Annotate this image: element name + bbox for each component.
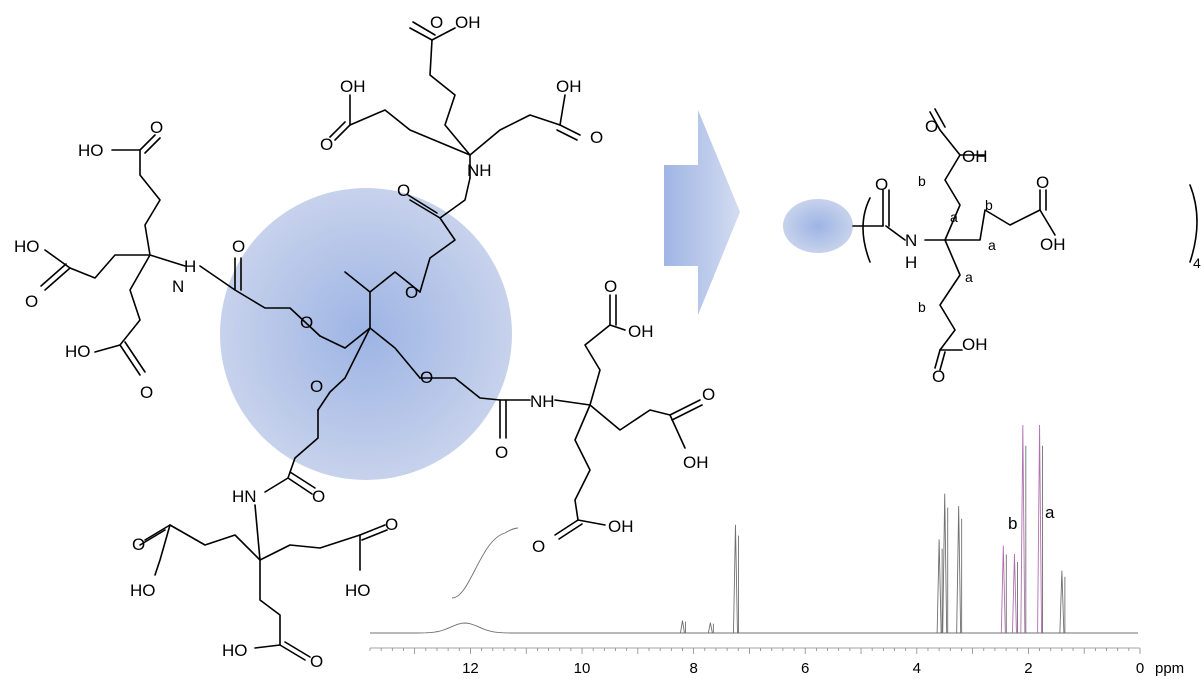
atom-nh: N — [172, 277, 184, 296]
atom-o: O — [385, 515, 398, 534]
repeat-unit-labels: O OH O N H O OH O OH 4 b a b a a b — [875, 117, 1201, 386]
atom-oh: OH — [962, 335, 988, 354]
ppm-tick-label: 0 — [1136, 660, 1144, 677]
atom-o: O — [932, 367, 945, 386]
ppm-tick-label: 8 — [689, 660, 697, 677]
atom-o: O — [232, 237, 245, 256]
repeat-unit-structure — [783, 108, 1198, 371]
atom-n: N — [905, 231, 917, 250]
atom-ho: HO — [345, 581, 371, 600]
atom-nh: H — [184, 257, 196, 276]
atom-o: O — [1036, 173, 1049, 192]
integral-curve — [451, 527, 519, 599]
atom-ho: HO — [65, 342, 91, 361]
ppm-axis-ticks — [369, 648, 1141, 654]
spectrum-peak — [1012, 553, 1017, 634]
atom-o: O — [397, 181, 410, 200]
atom-oh: OH — [556, 77, 582, 96]
atom-oh: OH — [683, 453, 709, 472]
proton-label-b: b — [985, 197, 993, 213]
ppm-tick-label: 2 — [1024, 660, 1032, 677]
ppm-tick-label: 6 — [801, 660, 809, 677]
spectrum-peak — [956, 506, 962, 634]
spectrum-peak — [707, 622, 713, 634]
spectrum-peak — [680, 620, 685, 634]
atom-ho: HO — [222, 641, 248, 660]
atom-o: O — [430, 13, 443, 32]
atom-oh: OH — [962, 147, 988, 166]
ppm-tick-label: 4 — [913, 660, 921, 677]
atom-oh: OH — [455, 13, 481, 32]
atom-o: O — [590, 128, 603, 147]
spectrum-peak — [1020, 424, 1026, 634]
atom-o: O — [140, 383, 153, 402]
core-sphere-small — [783, 199, 853, 253]
ppm-unit-label: ppm — [1155, 660, 1184, 677]
atom-o: O — [420, 368, 433, 387]
atom-ho: HO — [130, 581, 156, 600]
ppm-tick-label: 10 — [574, 660, 591, 677]
atom-ho: HO — [78, 141, 104, 160]
atom-oh: OH — [628, 322, 654, 341]
proton-label-a: a — [950, 209, 958, 225]
atom-ho: HO — [14, 237, 40, 256]
atom-oh: OH — [340, 77, 366, 96]
atom-o: O — [495, 443, 508, 462]
peak-label-a: a — [1045, 503, 1055, 522]
spectrum-peak — [1059, 570, 1065, 634]
atom-o: O — [604, 277, 617, 296]
atom-h: H — [905, 253, 917, 272]
spectrum-peak — [1037, 424, 1043, 634]
atom-o: O — [312, 487, 325, 506]
spectrum-peak — [936, 539, 942, 634]
atom-o: O — [310, 652, 323, 671]
proton-label-a: a — [965, 269, 973, 285]
ppm-axis-labels: 12 10 8 6 4 2 0 — [462, 660, 1144, 677]
atom-o: O — [300, 313, 313, 332]
proton-label-b: b — [918, 173, 926, 189]
atom-o: O — [310, 377, 323, 396]
dendrimer-atom-labels: O OH OH O OH O NH O O HO HO O O H N HO O… — [14, 13, 715, 671]
atom-o: O — [25, 292, 38, 311]
atom-o: O — [875, 175, 888, 194]
spectrum-peak — [942, 493, 948, 634]
core-circle — [220, 188, 512, 480]
spectrum-trace — [370, 622, 1138, 634]
atom-oh: OH — [1040, 235, 1066, 254]
spectrum-peak — [1000, 545, 1006, 634]
atom-o: O — [150, 118, 163, 137]
proton-label-b: b — [918, 299, 926, 315]
spectrum-peaks — [680, 424, 1066, 634]
atom-o: O — [532, 537, 545, 556]
atom-hn: HN — [232, 487, 257, 506]
repeat-subscript: 4 — [1193, 255, 1201, 271]
atom-oh: OH — [608, 517, 634, 536]
atom-o: O — [925, 117, 938, 136]
peak-label-b: b — [1008, 514, 1017, 533]
dendrimer-structure — [40, 21, 703, 661]
spectrum-peak — [733, 524, 738, 634]
atom-nh: NH — [467, 161, 492, 180]
nmr-spectrum: 12 10 8 6 4 2 0 ppm b a — [369, 424, 1184, 677]
atom-o: O — [702, 385, 715, 404]
atom-o: O — [320, 135, 333, 154]
proton-label-a: a — [988, 237, 996, 253]
atom-o: O — [132, 535, 145, 554]
atom-o: O — [405, 283, 418, 302]
atom-nh: NH — [530, 392, 555, 411]
reaction-arrow — [664, 110, 740, 315]
ppm-tick-label: 12 — [462, 660, 479, 677]
